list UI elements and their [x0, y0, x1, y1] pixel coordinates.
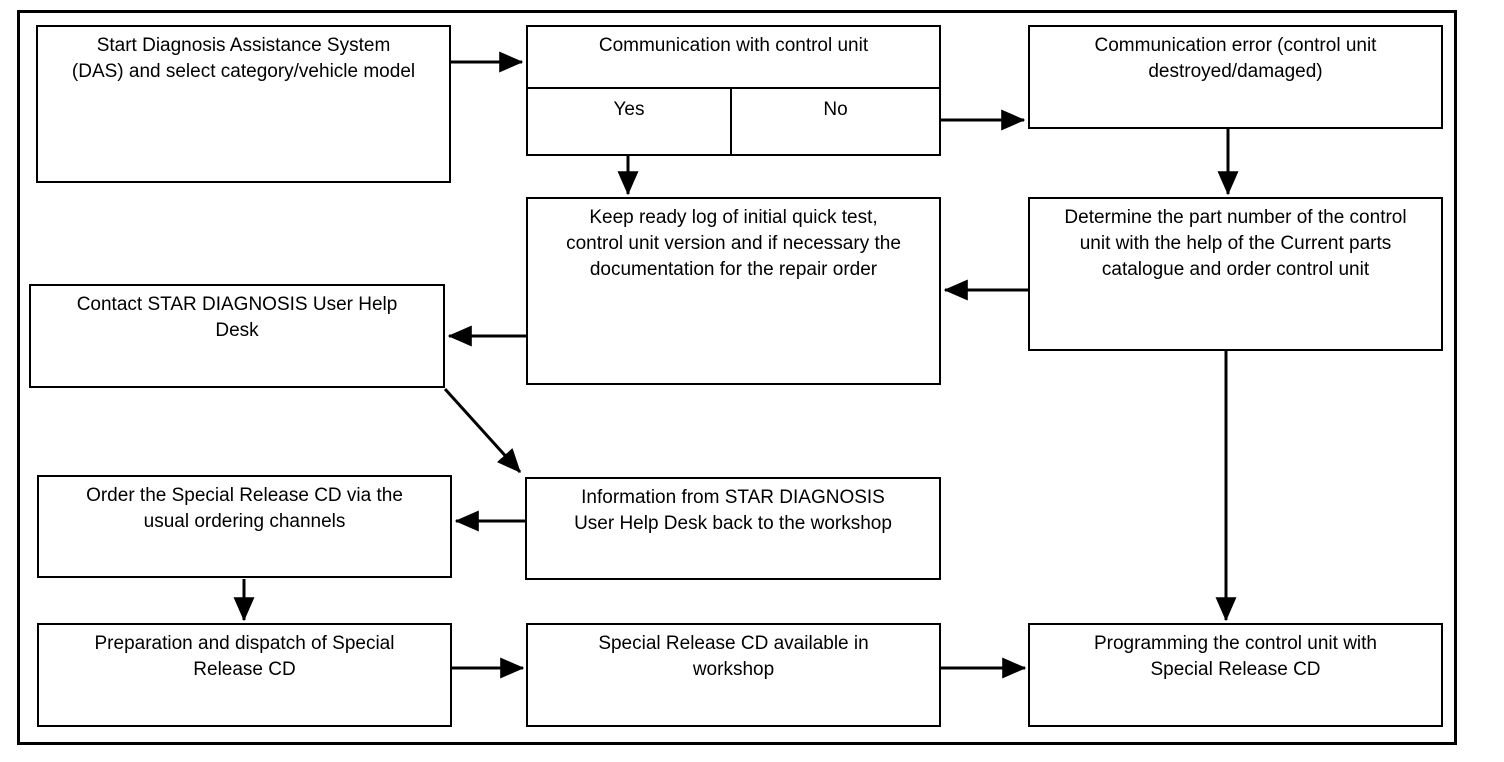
node-communication-decision: Communication with control unit Yes No	[526, 25, 941, 156]
node-determine-part-number: Determine the part number of the control…	[1028, 197, 1443, 351]
node-info-back-to-workshop: Information from STAR DIAGNOSIS User Hel…	[525, 477, 941, 580]
node-start-das: Start Diagnosis Assistance System (DAS) …	[36, 25, 451, 183]
node-communication-error: Communication error (control unit destro…	[1028, 25, 1443, 129]
cell-no: No	[823, 99, 848, 120]
node-programming-control-unit: Programming the control unit with Specia…	[1028, 623, 1443, 727]
decision-options-row: Yes No	[528, 89, 939, 154]
node-order-special-release-cd: Order the Special Release CD via the usu…	[37, 475, 452, 578]
node-keep-ready-log: Keep ready log of initial quick test, co…	[526, 197, 941, 385]
node-cd-available: Special Release CD available in workshop	[526, 623, 941, 727]
node-contact-help-desk: Contact STAR DIAGNOSIS User Help Desk	[29, 284, 445, 388]
node-preparation-dispatch: Preparation and dispatch of Special Rele…	[37, 623, 452, 727]
cell-yes: Yes	[528, 89, 732, 154]
decision-question: Communication with control unit	[528, 27, 939, 89]
